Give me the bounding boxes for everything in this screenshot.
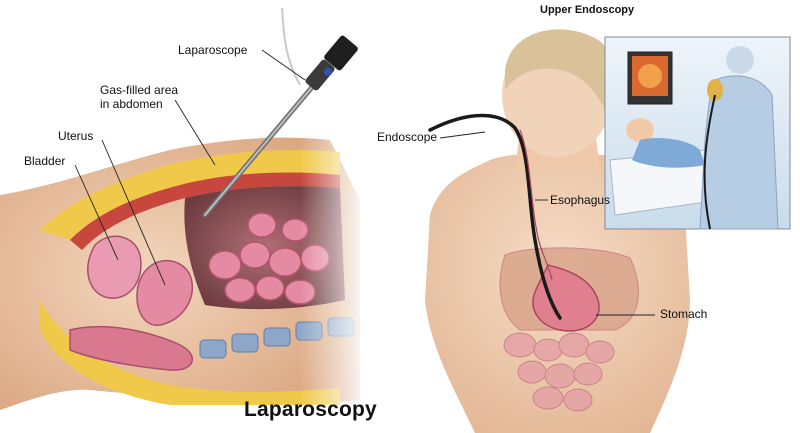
- rectum: [69, 326, 194, 371]
- label-gas-filled-area-line2: in abdomen: [100, 97, 163, 111]
- label-stomach: Stomach: [660, 307, 708, 321]
- pelvic-fat: [40, 300, 340, 405]
- label-laparoscope: Laparoscope: [178, 43, 248, 57]
- doctor-head: [726, 46, 754, 74]
- esophagus: [519, 129, 553, 281]
- bladder: [87, 235, 142, 299]
- fat-layer: [40, 150, 340, 240]
- laparoscopy-title: Laparoscopy: [244, 398, 377, 421]
- uterus: [136, 259, 194, 326]
- label-endoscope: Endoscope: [377, 130, 438, 144]
- label-esophagus: Esophagus: [550, 193, 611, 207]
- endoscopy-illustration: [425, 29, 791, 433]
- label-gas-filled-area: Gas-filled area: [100, 83, 179, 97]
- laparoscope-instrument: [202, 7, 358, 218]
- label-bladder: Bladder: [24, 154, 66, 168]
- endoscopy-title: Upper Endoscopy: [540, 4, 635, 16]
- patient: [626, 118, 654, 142]
- stomach: [532, 264, 600, 332]
- endoscope-tube: [428, 113, 562, 320]
- label-uterus: Uterus: [58, 129, 94, 143]
- hair: [505, 29, 618, 125]
- procedure-inset: [604, 36, 791, 230]
- laparoscopy-illustration: [0, 7, 370, 420]
